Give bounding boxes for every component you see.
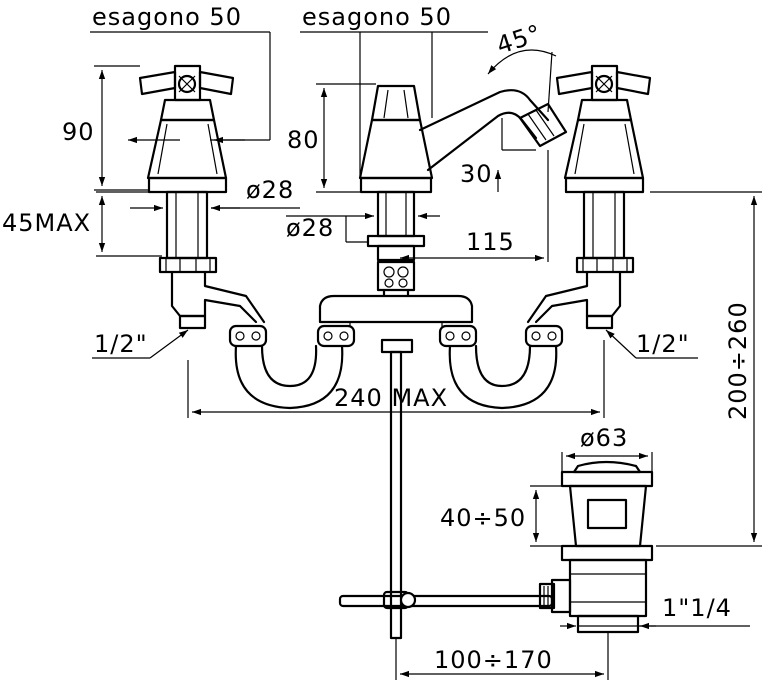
- dim-pipe-half-inch: 1/2" 1/2": [92, 329, 698, 359]
- label-hex-center: esagono 50: [302, 3, 452, 31]
- pop-up-waste-drain: [538, 460, 654, 634]
- dim-30: 30: [460, 118, 536, 192]
- dim-height-200-260: 200÷260: [650, 191, 762, 547]
- dim-height-80: 80: [287, 83, 376, 193]
- label-dim-115: 115: [466, 228, 515, 256]
- label-pipe-right: 1/2": [636, 330, 690, 358]
- label-dia-28-center: ø28: [286, 214, 334, 242]
- label-height-200-260: 200÷260: [724, 301, 752, 420]
- dim-hex-left: esagono 50: [90, 3, 271, 144]
- dim-40-50: 40÷50: [440, 485, 576, 547]
- label-dim-30: 30: [460, 160, 493, 188]
- dim-height-90: 90: [62, 65, 148, 191]
- label-depth-45max: 45MAX: [2, 209, 91, 237]
- label-dia-28-left: ø28: [246, 176, 294, 204]
- label-hex-left: esagono 50: [92, 3, 242, 31]
- label-pipe-left: 1/2": [94, 330, 148, 358]
- dim-dia-28-left: ø28: [130, 176, 300, 212]
- dim-100-170: 100÷170: [395, 632, 609, 680]
- dim-115: 115: [400, 150, 549, 262]
- label-dia-63: ø63: [580, 424, 628, 452]
- label-angle-45: 45°: [493, 19, 545, 60]
- dim-hex-center: esagono 50: [300, 3, 488, 176]
- label-100-170: 100÷170: [434, 646, 553, 674]
- dim-thread-size: 1"1/4: [560, 594, 750, 630]
- dim-angle-45: 45°: [487, 19, 557, 113]
- label-width-240max: 240 MAX: [334, 384, 448, 412]
- label-40-50: 40÷50: [440, 504, 526, 532]
- flexible-connector-hoses: [228, 324, 564, 410]
- left-cross-handle-valve: [138, 64, 266, 330]
- right-cross-handle-valve: [526, 64, 652, 330]
- dim-depth-45max: 45MAX: [2, 191, 162, 257]
- dim-dia-28-center: ø28: [286, 212, 440, 243]
- label-thread-size: 1"1/4: [662, 594, 732, 622]
- dim-dia-63: ø63: [561, 424, 653, 472]
- central-spout-body: [318, 84, 568, 354]
- label-height-80: 80: [287, 126, 320, 154]
- dim-width-240max: 240 MAX: [187, 340, 605, 418]
- label-height-90: 90: [62, 118, 95, 146]
